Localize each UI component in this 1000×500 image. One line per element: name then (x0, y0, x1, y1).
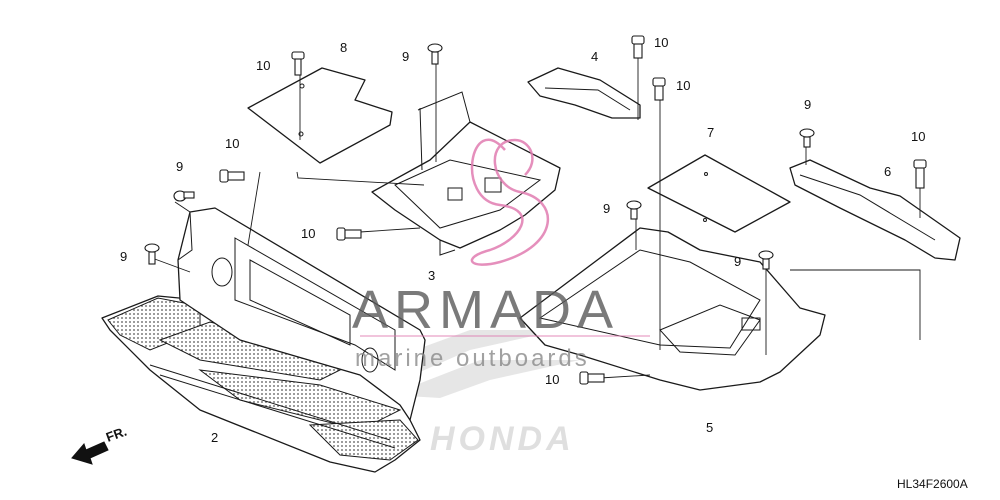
callout-part-6: 6 (884, 164, 891, 179)
part-3-center-tray (371, 91, 561, 256)
arrow-icon (71, 441, 109, 465)
clip-icon (291, 51, 305, 76)
armada-watermark: ARMADA marine outboards (352, 138, 650, 372)
part-8-panel (247, 67, 393, 164)
callout-part-8: 8 (340, 40, 347, 55)
callout-part-5: 5 (706, 420, 713, 435)
callout-part-4: 4 (591, 49, 598, 64)
part-6-rail (789, 159, 961, 261)
fasteners (144, 35, 927, 385)
callout-part-9: 9 (603, 201, 610, 216)
figure-code: HL34F2600A (897, 477, 968, 491)
bolt-icon (626, 200, 642, 220)
clip-icon (652, 77, 666, 101)
part-4-bracket (527, 67, 641, 119)
callout-part-7: 7 (707, 125, 714, 140)
callout-part-10: 10 (545, 372, 559, 387)
callout-part-10: 10 (256, 58, 270, 73)
leader-lines (151, 52, 921, 379)
callout-part-10: 10 (911, 129, 925, 144)
bolt-icon (758, 250, 774, 270)
callout-part-9: 9 (120, 249, 127, 264)
callout-part-9: 9 (402, 49, 409, 64)
bolt-icon (427, 43, 443, 65)
front-direction-indicator: FR. (71, 424, 129, 465)
callout-part-10: 10 (301, 226, 315, 241)
watermark-maker: HONDA (430, 420, 575, 458)
callout-part-10: 10 (654, 35, 668, 50)
emblem-icon (470, 138, 550, 266)
bolt-icon (799, 128, 815, 148)
callout-labels: 2 3 4 5 6 7 8 9 9 9 9 9 9 10 10 10 10 10… (120, 35, 925, 445)
clip-icon (219, 169, 245, 183)
part-7-plate (647, 154, 791, 233)
watermark-brand: ARMADA (352, 280, 619, 340)
callout-part-9: 9 (176, 159, 183, 174)
clip-icon (913, 159, 927, 189)
callout-part-9: 9 (804, 97, 811, 112)
callout-part-10: 10 (225, 136, 239, 151)
callout-part-3: 3 (428, 268, 435, 283)
clip-icon (631, 35, 645, 59)
clip-icon (336, 227, 362, 241)
callout-part-2: 2 (211, 430, 218, 445)
callout-part-10: 10 (676, 78, 690, 93)
bolt-icon (173, 190, 195, 202)
direction-label: FR. (104, 424, 129, 445)
clip-icon (579, 371, 605, 385)
bolt-icon (144, 243, 160, 265)
callout-part-9: 9 (734, 254, 741, 269)
back-panel (177, 207, 426, 421)
watermark-tagline: marine outboards (355, 345, 590, 372)
